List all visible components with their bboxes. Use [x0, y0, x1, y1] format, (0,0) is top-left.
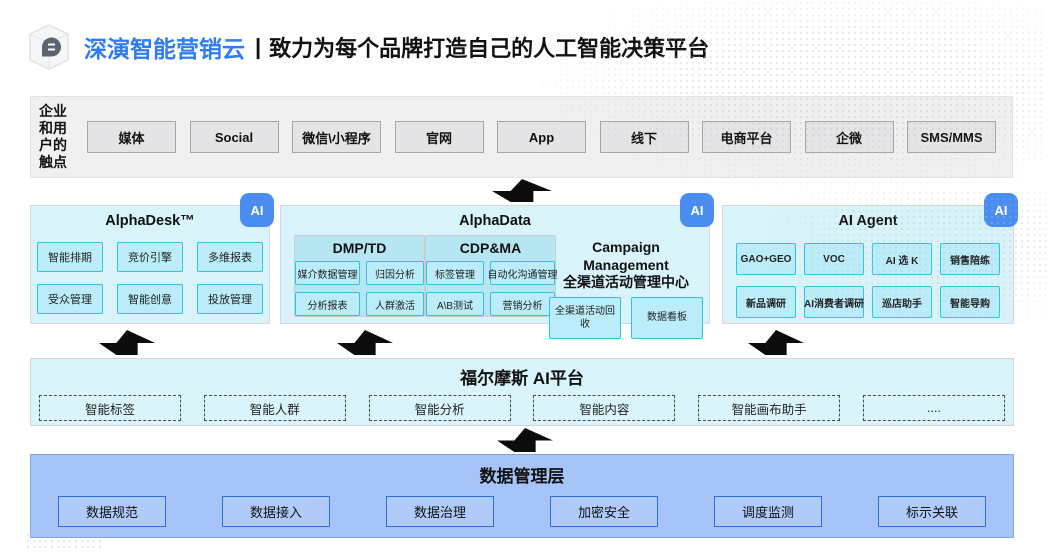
capability-box: 归因分析 [366, 261, 424, 285]
data-layer-items: 数据规范 数据接入 数据治理 加密安全 调度监测 标示关联 [31, 496, 1013, 527]
ai-badge: AI [984, 193, 1018, 227]
capability-box: 巡店助手 [872, 286, 932, 318]
data-layer-section: 数据管理层 数据规范 数据接入 数据治理 加密安全 调度监测 标示关联 [30, 454, 1014, 538]
capability-box: 自动化沟通管理 [488, 261, 558, 285]
title-divider: | [255, 34, 262, 59]
capability-box: 全渠道活动回收 [549, 296, 621, 339]
touchpoints-bar: 企业和用户的触点 媒体 Social 微信\小程序官网 App 线下电商平台企微 SMS/… [30, 96, 1013, 178]
touchpoint-box: 媒体 [87, 121, 176, 153]
touchpoint-box: 线下 [599, 121, 689, 153]
alphadesk-title: AlphaDesk™ [105, 213, 195, 229]
touchpoints-label: 企业和用户的触点 [39, 102, 67, 171]
brand-logo-icon [26, 23, 72, 71]
touchpoint-box: 微信\小程序 [292, 121, 381, 153]
capability-box: 销售陪练 [940, 243, 1000, 275]
data-capability-box: 数据治理 [386, 496, 494, 527]
data-capability-box: 数据规范 [58, 496, 166, 527]
capability-box: VOC [804, 243, 864, 275]
platform-capability-box: .... [862, 395, 1005, 421]
capability-box: 多维报表 [197, 242, 263, 272]
platform-capability-box: 智能画布助手 [698, 395, 841, 421]
subsection-dmp-td: DMP/TD 媒介数据管理归因分析分析报表人群激活 [294, 235, 425, 317]
header: 深演智能营销云 | 致力为每个品牌打造自己的人工智能决策平台 [26, 24, 709, 70]
capability-box: 智能创意 [117, 284, 183, 314]
ai-platform-title: 福尔摩斯 AI平台 [460, 369, 584, 388]
capability-box: 智能导购 [940, 286, 1000, 318]
up-arrow [497, 428, 553, 452]
data-capability-box: 加密安全 [550, 496, 658, 527]
platform-capability-box: 智能内容 [533, 395, 676, 421]
cdp-ma-title: CDP&MA [459, 240, 522, 256]
up-arrow [748, 330, 804, 355]
capability-box: 标签管理 [426, 261, 484, 285]
subsection-campaign-management: Campaign Management 全渠道活动管理中心 全渠道活动回收数据看… [549, 235, 703, 339]
capability-box: GAO+GEO [736, 243, 796, 275]
touchpoint-box: 企微 [804, 121, 894, 153]
touchpoints-list: 媒体 Social 微信\小程序官网 App 线下电商平台企微 SMS/MMS [75, 121, 1012, 153]
alphadesk-items: 智能排期竞价引擎多维报表受众管理智能创意投放管理 [31, 242, 269, 314]
dmp-td-title: DMP/TD [332, 240, 387, 256]
capability-box: 竞价引擎 [117, 242, 183, 272]
touchpoint-box: 电商平台 [702, 121, 791, 153]
capability-box: 新品调研 [736, 286, 796, 318]
touchpoint-box: SMS/MMS [907, 121, 996, 153]
up-arrow [492, 179, 552, 202]
capability-box: A\B测试 [426, 292, 484, 316]
ai-badge: AI [680, 193, 714, 227]
page-title: 深演智能营销云 | 致力为每个品牌打造自己的人工智能决策平台 [84, 30, 709, 64]
alphadata-subsections: DMP/TD 媒介数据管理归因分析分析报表人群激活 CDP&MA 标签管理自动化… [281, 229, 709, 339]
tagline: 致力为每个品牌打造自己的人工智能决策平台 [269, 36, 710, 61]
platform-capability-box: 智能人群 [203, 395, 346, 421]
up-arrow [337, 330, 393, 355]
campaign-title: Campaign Management 全渠道活动管理中心 [563, 239, 689, 290]
capability-box: 人群激活 [366, 292, 424, 316]
ai-platform-section: 福尔摩斯 AI平台 智能标签智能人群智能分析智能内容智能画布助手.... [30, 358, 1014, 426]
capability-box: 分析报表 [295, 292, 360, 316]
ai-agent-title: AI Agent [838, 213, 898, 229]
capability-box: 营销分析 [490, 292, 555, 316]
touchpoint-box: App [497, 121, 586, 153]
brand-name: 深演智能营销云 [84, 36, 245, 62]
platform-capability-box: 智能标签 [39, 395, 181, 421]
capability-box: AI消费者调研 [804, 286, 864, 318]
data-capability-box: 标示关联 [878, 496, 986, 527]
ai-platform-items: 智能标签智能人群智能分析智能内容智能画布助手.... [31, 395, 1013, 421]
panel-alphadata: AI AlphaData DMP/TD 媒介数据管理归因分析分析报表人群激活 C… [280, 193, 714, 339]
panel-alphadesk: AI AlphaDesk™ 智能排期竞价引擎多维报表受众管理智能创意投放管理 [30, 193, 274, 324]
data-capability-box: 调度监测 [714, 496, 822, 527]
capability-box: 智能排期 [37, 242, 103, 272]
capability-box: 投放管理 [197, 284, 263, 314]
data-layer-title: 数据管理层 [479, 467, 565, 486]
alphadata-title: AlphaData [459, 213, 531, 229]
platform-capability-box: 智能分析 [368, 395, 511, 421]
capability-box: 数据看板 [631, 296, 703, 339]
capability-box: 媒介数据管理 [295, 261, 360, 285]
ai-badge: AI [240, 193, 274, 227]
touchpoint-box: Social [189, 121, 279, 153]
capability-box: 受众管理 [37, 284, 103, 314]
up-arrow [99, 330, 155, 355]
capability-box: AI 选 K [872, 243, 932, 275]
data-capability-box: 数据接入 [222, 496, 330, 527]
touchpoint-box: 官网 [394, 121, 484, 153]
